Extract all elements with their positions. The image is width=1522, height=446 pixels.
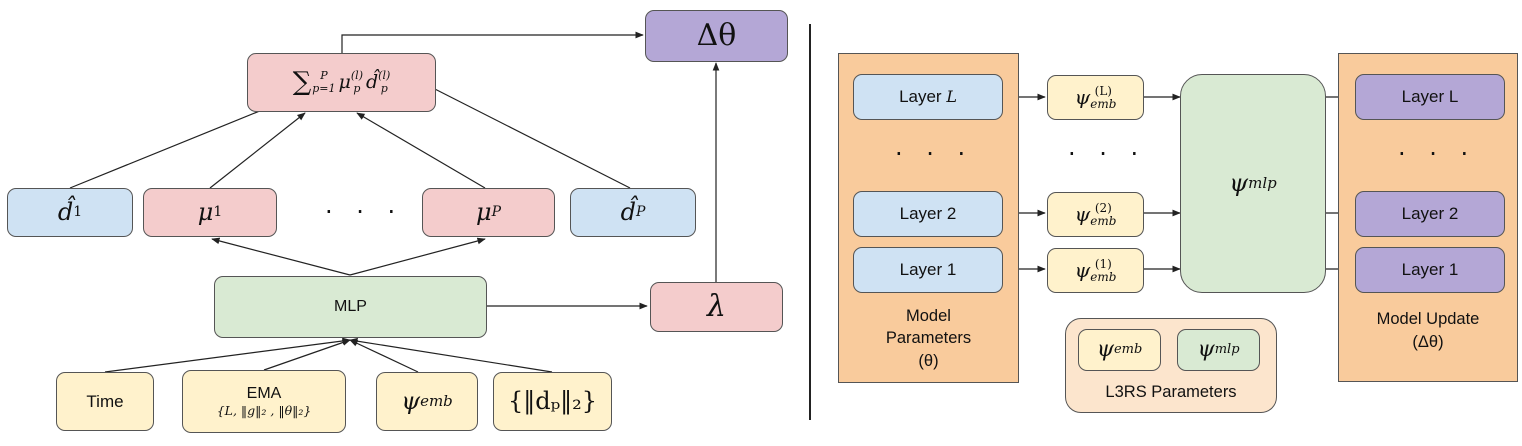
lambda-label: λ [706,288,726,324]
emb-1-base: ψ [1074,258,1091,282]
l3rs-psi-emb-base: ψ [1096,337,1114,363]
l3rs-psi-mlp-sub: mlp [1214,341,1240,357]
mlp-box: MLP [214,276,487,338]
sum-mu: μ [338,70,351,93]
arrow-mlp-mu1 [211,237,351,276]
weighted-sum-box: ∑ P p=1 μ (l) p d̂ (l) p [247,53,436,112]
arrow-d1-sum [69,105,273,189]
layer-L-in-prefix: Layer [899,87,947,107]
mu1-base: μ [197,197,214,226]
psi-emb-sub: emb [420,391,453,410]
arrow-mu1-sum [209,112,306,189]
emb-L-sup: (L) [1094,83,1112,98]
dP-base: d̂ [620,197,636,226]
mlp-label: MLP [334,297,367,315]
sum-d-sup: (l) [378,69,391,83]
sum-lower: p=1 [312,81,336,95]
lambda-box: λ [650,282,783,332]
layer-L-in: Layer L [853,74,1003,120]
norm-input-box: {‖dₚ‖₂} [493,372,612,431]
delta-theta-box: Δθ [645,10,788,62]
emb-1-scripts: (1) emb [1090,258,1116,283]
sum-d-scripts: (l) p [378,70,390,94]
arrow-ema-mlp [263,339,351,371]
l3rs-label: L3RS Parameters [1105,383,1237,402]
layer-L-in-italic: L [946,86,957,106]
sum-mu-scripts: (l) p [351,70,363,94]
sum-d-sub: p [380,81,388,95]
emb-2-base: ψ [1074,202,1091,226]
emb-2-box: ψ (2) emb [1047,192,1144,237]
l3rs-psi-emb-sub: emb [1113,341,1143,357]
d1-box: d̂1 [7,188,133,237]
layer-1-out: Layer 1 [1355,247,1505,293]
arrow-muP-sum [356,112,486,189]
left-ellipsis: · · · [325,198,404,226]
arrow-mlp-muP [349,237,486,276]
psi-mlp-base: ψ [1229,168,1249,197]
mu1-sub: 1 [213,204,223,221]
emb-2-scripts: (2) emb [1090,202,1116,227]
sum-sigma: ∑ [292,66,312,97]
sum-mu-sub: p [353,81,361,95]
psi-mlp-sub: mlp [1248,173,1277,192]
delta-theta-label: Δθ [696,17,737,53]
ema-title: EMA [246,385,282,403]
sum-mu-sup: (l) [350,69,363,83]
norm-formula: {‖dₚ‖₂} [507,386,598,415]
layer-2-out-label: Layer 2 [1401,204,1459,224]
l3rs-psi-mlp-base: ψ [1197,337,1215,363]
layers-in-ellipsis: · · · [895,140,974,168]
arrow-dP-sum [424,83,631,189]
emb-1-sub: emb [1090,269,1117,284]
arrow-time-mlp [104,337,351,373]
arrow-psi-mlp [349,339,419,373]
d1-base: d̂ [57,197,74,226]
ema-formula: {L, ‖g‖₂ , ‖θ‖₂} [216,402,312,418]
ema-input-box: EMA {L, ‖g‖₂ , ‖θ‖₂} [182,370,346,433]
model-parameters-label: Model Parameters (θ) [885,307,972,370]
layer-L-out-label: Layer L [1401,87,1459,107]
dP-box: d̂P [570,188,696,237]
emb-L-base: ψ [1074,85,1091,109]
layer-2-in-label: Layer 2 [899,204,957,224]
dP-sub: P [635,204,646,221]
layer-1-in: Layer 1 [853,247,1003,293]
layers-out-ellipsis: · · · [1398,140,1477,168]
d1-sub: 1 [73,204,83,221]
sum-d: d̂ [366,70,379,93]
muP-base: μ [475,197,492,226]
layer-L-out: Layer L [1355,74,1505,120]
emb-L-scripts: (L) emb [1090,85,1116,110]
psi-emb-base: ψ [401,386,421,415]
layer-1-out-label: Layer 1 [1401,260,1459,280]
sum-limits: P p=1 [312,70,335,94]
emb-ellipsis: · · · [1068,140,1147,168]
layer-2-out: Layer 2 [1355,191,1505,237]
muP-sub: P [491,204,502,221]
emb-1-sup: (1) [1094,256,1112,271]
emb-2-sup: (2) [1094,200,1112,215]
emb-2-sub: emb [1090,213,1117,228]
emb-L-sub: emb [1090,96,1117,111]
arrow-norm-mlp [349,337,553,373]
time-label: Time [86,391,124,411]
model-update-label: Model Update (Δθ) [1376,310,1480,351]
sum-upper: P [320,69,328,83]
layer-2-in: Layer 2 [853,191,1003,237]
time-input-box: Time [56,372,154,431]
arrow-sum-delta [341,31,644,53]
emb-1-box: ψ (1) emb [1047,248,1144,293]
emb-L-box: ψ (L) emb [1047,75,1144,120]
layer-1-in-label: Layer 1 [899,260,957,280]
